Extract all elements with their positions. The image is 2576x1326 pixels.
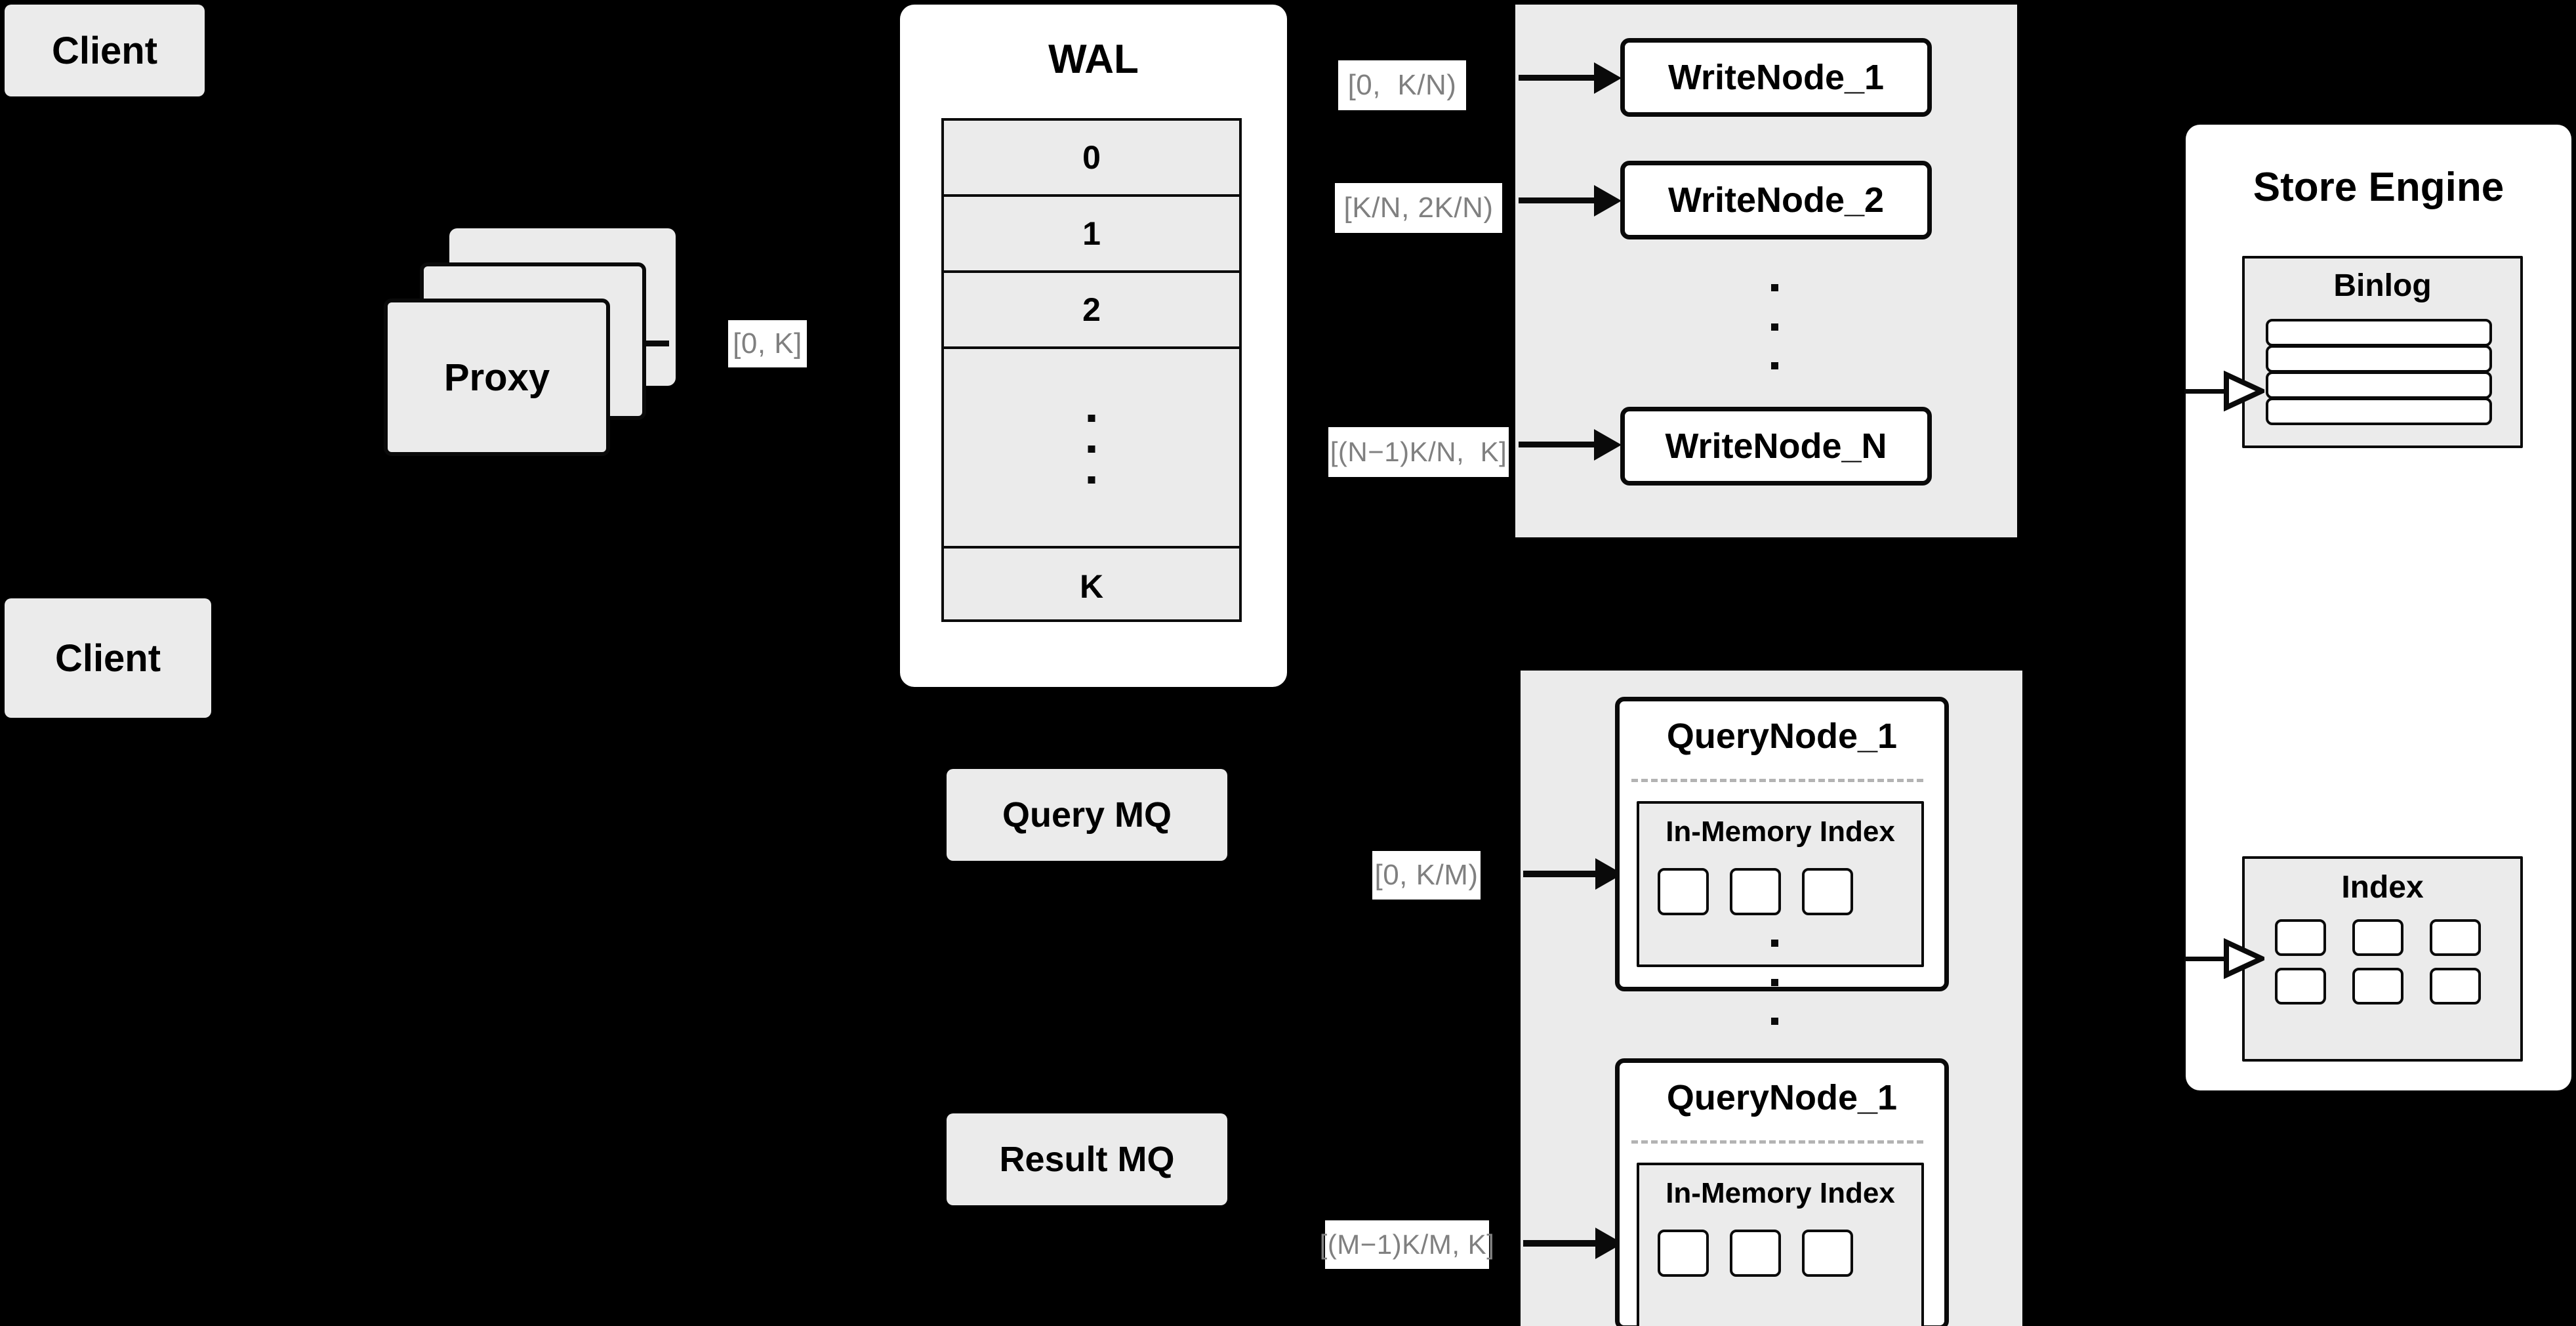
result-mq-label: Result MQ	[999, 1140, 1175, 1179]
query-group-ellipsis-dots	[1771, 940, 1778, 1025]
wal-title: WAL	[1048, 36, 1139, 82]
binlog-panel: Binlog	[2242, 256, 2523, 448]
range-label-write-2: [K/N, 2K/N)	[1335, 183, 1502, 233]
index-slot[interactable]	[1730, 868, 1781, 915]
wal-row-0: 0	[944, 121, 1239, 197]
range-label-query-m: [(M−1)K/M, K]	[1320, 1220, 1494, 1269]
query-node-1-title: QueryNode_1	[1666, 716, 1898, 756]
write-node-n-label: WriteNode_N	[1665, 426, 1887, 466]
query-mq-label: Query MQ	[1002, 795, 1172, 835]
binlog-row[interactable]	[2266, 319, 2492, 346]
client-box-1[interactable]: Client	[5, 5, 205, 96]
index-cell[interactable]	[2430, 968, 2481, 1005]
query-node-1-index-title: In-Memory Index	[1666, 816, 1895, 848]
query-mq-box[interactable]: Query MQ	[947, 769, 1227, 861]
wal-row-k: K	[1079, 568, 1104, 605]
index-slot[interactable]	[1802, 1230, 1853, 1277]
index-cell[interactable]	[2352, 968, 2403, 1005]
proxy-label: Proxy	[443, 356, 550, 399]
result-mq-box[interactable]: Result MQ	[947, 1113, 1227, 1205]
wal-ellipsis-dots	[1088, 415, 1095, 484]
query-node-1[interactable]: QueryNode_1 In-Memory Index	[1615, 697, 1949, 991]
index-cell[interactable]	[2275, 919, 2326, 956]
range-label-write-n: [(N−1)K/N, K]	[1328, 427, 1509, 477]
query-node-m-divider	[1631, 1140, 1923, 1144]
hollow-arrowhead-icon	[2224, 938, 2264, 979]
index-cell[interactable]	[2352, 919, 2403, 956]
binlog-row[interactable]	[2266, 398, 2492, 425]
index-title: Index	[2341, 869, 2424, 905]
index-slot[interactable]	[1730, 1230, 1781, 1277]
index-slot[interactable]	[1658, 1230, 1709, 1277]
query-node-1-divider	[1631, 779, 1923, 782]
wal-row-ellipsis	[944, 349, 1239, 549]
binlog-title: Binlog	[2333, 268, 2432, 303]
wal-row-1: 1	[944, 197, 1239, 273]
index-slot[interactable]	[1802, 868, 1853, 915]
binlog-row[interactable]	[2266, 371, 2492, 399]
query-node-m-index-title: In-Memory Index	[1666, 1177, 1895, 1209]
write-node-2-label: WriteNode_2	[1667, 180, 1885, 220]
store-engine-title: Store Engine	[2253, 164, 2504, 210]
proxy-sheet-front[interactable]: Proxy	[384, 299, 610, 456]
write-node-2[interactable]: WriteNode_2	[1620, 161, 1932, 239]
binlog-row[interactable]	[2266, 345, 2492, 373]
query-node-m-inmemory-index: In-Memory Index	[1637, 1163, 1924, 1326]
query-node-m-title: QueryNode_1	[1666, 1078, 1898, 1117]
index-slot[interactable]	[1658, 868, 1709, 915]
query-node-1-inmemory-index: In-Memory Index	[1637, 801, 1924, 967]
wal-row-2: 2	[944, 273, 1239, 349]
wal-table: 0 1 2 K	[941, 118, 1242, 622]
range-label-query-1: [0, K/M)	[1372, 851, 1481, 900]
index-panel: Index	[2242, 856, 2523, 1062]
write-node-n[interactable]: WriteNode_N	[1620, 407, 1932, 486]
index-cell[interactable]	[2275, 968, 2326, 1005]
write-node-1-label: WriteNode_1	[1667, 58, 1885, 97]
range-label-proxy-out: [0, K]	[728, 320, 807, 367]
client-label-2: Client	[54, 636, 161, 680]
hollow-arrowhead-icon	[2224, 371, 2264, 411]
range-label-write-1: [0, K/N)	[1338, 60, 1466, 110]
query-node-m[interactable]: QueryNode_1 In-Memory Index	[1615, 1058, 1949, 1326]
write-node-1[interactable]: WriteNode_1	[1620, 38, 1932, 117]
proxy-out-stub	[643, 341, 669, 346]
index-cell[interactable]	[2430, 919, 2481, 956]
client-box-2[interactable]: Client	[5, 598, 211, 718]
client-label-1: Client	[51, 29, 158, 72]
write-group-ellipsis-dots	[1771, 284, 1778, 369]
